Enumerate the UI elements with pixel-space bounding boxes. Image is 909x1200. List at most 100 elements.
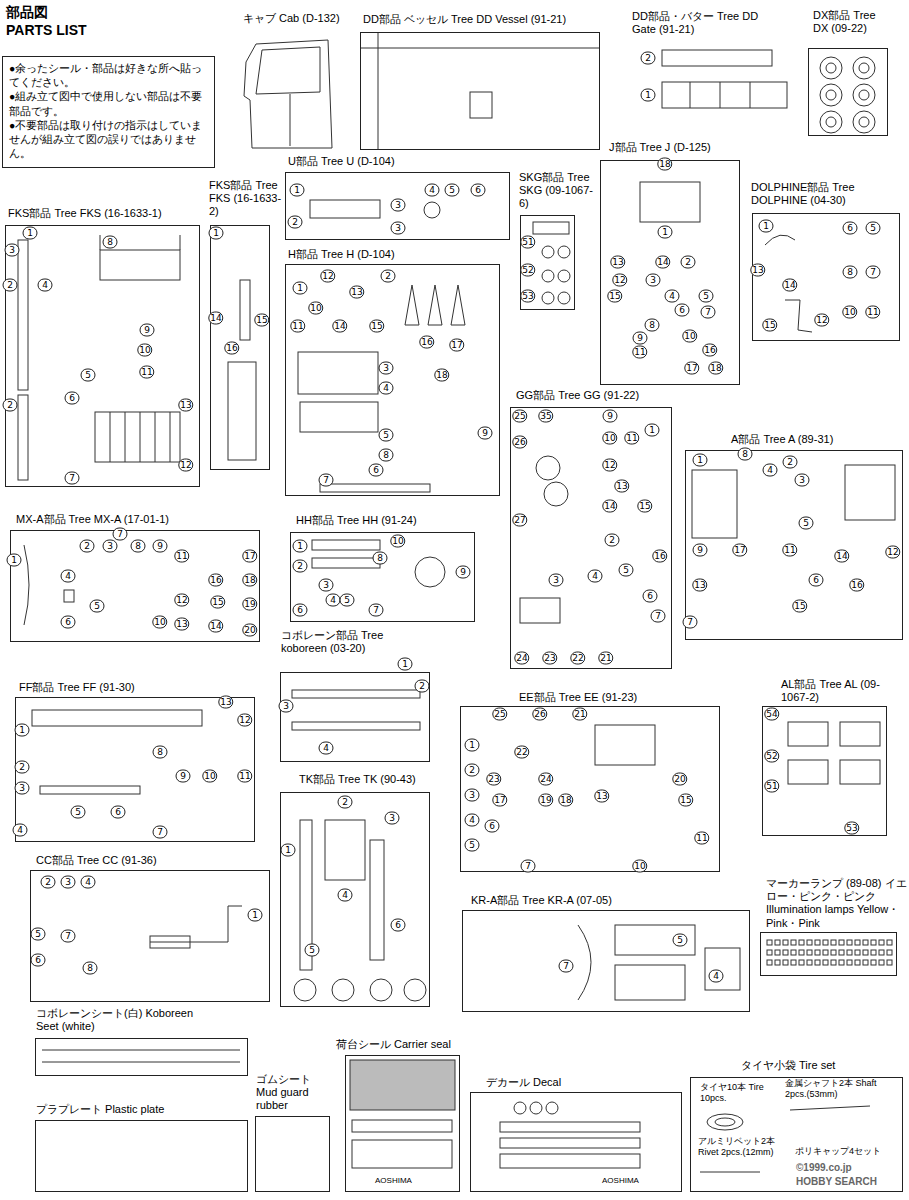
- part-shape: [500, 1138, 640, 1148]
- parts-tree: コボレーン部品 Tree koboreen (03-20): [280, 672, 430, 762]
- callout-number: 12: [602, 459, 617, 472]
- callout-number: 6: [843, 222, 858, 235]
- part-shape: [125, 412, 126, 462]
- callout-number: 2: [41, 876, 56, 889]
- callout-number: 4: [763, 464, 778, 477]
- part-shape: [292, 722, 420, 730]
- notes-box: ●余ったシール・部品は好きな所へ貼ってください。●組み立て図中で使用しない部品は…: [2, 56, 215, 168]
- callout-number: 10: [202, 770, 217, 783]
- callout-number: 10: [308, 302, 323, 315]
- text-label: 金属シャフト2本 Shaft 2pcs.(53mm): [785, 1078, 897, 1100]
- callout-number: 27: [512, 514, 527, 527]
- lamp-part: [887, 940, 892, 945]
- callout-number: 14: [332, 320, 347, 333]
- wheel-parts: [820, 57, 875, 133]
- parts-tree: マーカーランプ (89-08) イエロー・ピンク・ピンク Illuminatio…: [760, 932, 897, 976]
- callout-number: 1: [693, 454, 708, 467]
- callout-number: 14: [782, 279, 797, 292]
- part-shape: [310, 200, 380, 218]
- parts-tree: ゴムシート Mud guard rubber: [255, 1116, 330, 1192]
- parts-tree: コボレーンシート(白) Koboreen Seet (white): [35, 1038, 248, 1076]
- callout-number: 10: [682, 330, 697, 343]
- callout-number: 6: [391, 919, 406, 932]
- callout-number: 2: [465, 764, 480, 777]
- callout-number: 9: [693, 544, 708, 557]
- callout-number: 7: [369, 604, 384, 617]
- part-shape: [558, 270, 570, 282]
- callout-number: 3: [5, 244, 20, 257]
- callout-number: 51: [520, 236, 535, 249]
- part-shape: [542, 270, 554, 282]
- part-shape: [558, 292, 570, 304]
- callout-number: 1: [248, 909, 263, 922]
- parts-tree: DX部品 Tree DX (09-22): [808, 48, 888, 136]
- callout-number: 8: [131, 540, 146, 553]
- callout-number: 7: [61, 930, 76, 943]
- text-label: AOSHIMA: [602, 1176, 662, 1186]
- note-text: ●不要部品は取り付けの指示はしていませんが組み立て図の誤りではありません。: [9, 118, 208, 161]
- parts-tree: AL部品 Tree AL (09-1067-2): [762, 706, 887, 836]
- callout-number: 6: [369, 464, 384, 477]
- callout-number: 26: [532, 708, 547, 721]
- lamp-part: [863, 960, 868, 965]
- part-shape: [95, 412, 180, 462]
- callout-number: 1: [293, 282, 308, 295]
- callout-number: 54: [764, 708, 779, 721]
- callout-number: 3: [391, 199, 406, 212]
- callout-number: 9: [140, 324, 155, 337]
- part-shape: [325, 820, 365, 880]
- callout-number: 6: [471, 184, 486, 197]
- part-shape: [64, 590, 74, 602]
- callout-number: 10: [152, 616, 167, 629]
- tree-heading: タイヤ小袋 Tire set: [741, 1059, 881, 1072]
- part-shape: [558, 246, 570, 258]
- part-shape: [256, 47, 320, 94]
- callout-number: 18: [708, 362, 723, 375]
- callout-number: 4: [379, 382, 394, 395]
- callout-number: 4: [588, 570, 603, 583]
- part-shape: [42, 1062, 240, 1063]
- callout-number: 2: [80, 540, 95, 553]
- callout-number: 7: [866, 266, 881, 279]
- lamp-part: [879, 950, 884, 955]
- callout-number: 1: [23, 227, 38, 240]
- callout-number: 7: [651, 610, 666, 623]
- callout-number: 11: [782, 544, 797, 557]
- tree-heading: MX-A部品 Tree MX-A (17-01-1): [16, 513, 256, 526]
- lamp-part: [807, 960, 812, 965]
- callout-number: 13: [610, 256, 625, 269]
- callout-number: 4: [61, 570, 76, 583]
- part-shape: [546, 1102, 558, 1114]
- callout-number: 4: [38, 279, 53, 292]
- parts-tree: J部品 Tree J (D-125): [600, 160, 740, 385]
- lamp-part: [815, 960, 820, 965]
- lamp-part: [831, 950, 836, 955]
- callout-number: 15: [607, 290, 622, 303]
- callout-number: 21: [598, 652, 613, 665]
- parts-tree: FF部品 Tree FF (91-30): [15, 697, 255, 842]
- lamp-part: [863, 950, 868, 955]
- callout-number: 51: [764, 780, 779, 793]
- callout-number: 6: [485, 820, 500, 833]
- lamp-part: [775, 960, 780, 965]
- callout-number: 10: [632, 860, 647, 873]
- callout-number: 15: [637, 500, 652, 513]
- lamp-part: [791, 950, 796, 955]
- callout-number: 1: [293, 540, 308, 553]
- callout-number: 8: [153, 746, 168, 759]
- part-shape: [790, 1106, 870, 1110]
- callout-number: 3: [379, 362, 394, 375]
- parts-tree: KR-A部品 Tree KR-A (07-05): [462, 910, 750, 1012]
- part-shape: [24, 545, 29, 625]
- text-label: ポリキャップ4セット: [795, 1146, 895, 1157]
- lamp-part: [839, 950, 844, 955]
- callout-number: 7: [319, 474, 334, 487]
- lamp-part: [775, 950, 780, 955]
- lamp-part: [871, 960, 876, 965]
- callout-number: 6: [65, 392, 80, 405]
- callout-number: 18: [434, 369, 449, 382]
- callout-number: 22: [570, 652, 585, 665]
- part-shape: [542, 292, 554, 304]
- part-shape: [244, 40, 332, 148]
